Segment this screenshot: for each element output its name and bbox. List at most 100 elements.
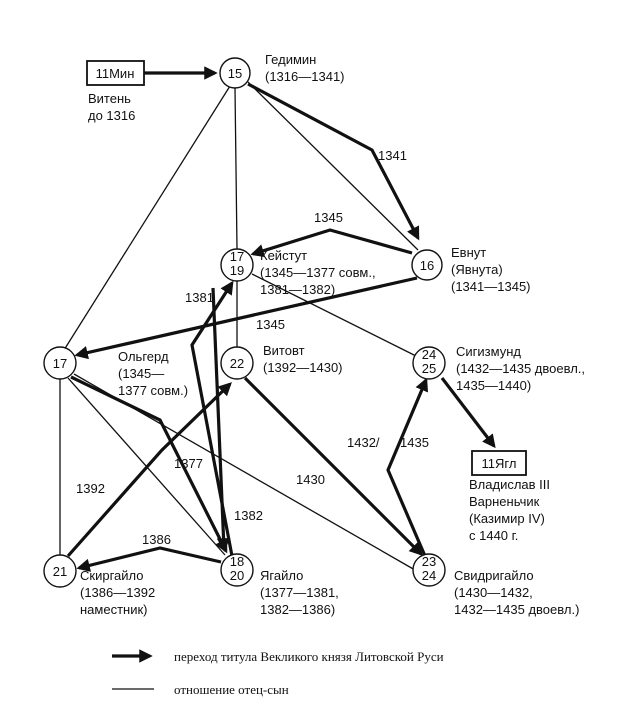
arrow-evnut-olgerd [74, 276, 418, 360]
node-evnut: 16 Евнут (Явнута) (1341—1345) [411, 245, 531, 294]
node-name: Скиргайло [80, 568, 143, 583]
node-name: Витень [88, 91, 131, 106]
node-dates-2: 1381—1382) [260, 282, 335, 297]
node-svidrigailo: 23 24 Свидригайло (1430—1432, 1432—1435 … [412, 553, 579, 617]
node-keistut: 17 19 Кейстут (1345—1377 совм., 1381—138… [220, 248, 376, 297]
node-yagailo: 18 20 Ягайло (1377—1381, 1382—1386) [220, 553, 339, 617]
node-number: 16 [420, 258, 434, 273]
line-gedimin-keistut [234, 87, 238, 250]
node-number-1: 23 [422, 554, 436, 569]
node-circle [412, 346, 446, 380]
node-number: 15 [228, 66, 242, 81]
node-circle [43, 554, 77, 588]
node-viten: 11Мин Витень до 1316 [86, 60, 145, 123]
line-gedimin-olgerd [63, 85, 231, 351]
node-circle [220, 248, 254, 282]
node-name: Ольгерд [118, 349, 169, 364]
node-number-2: 19 [230, 263, 244, 278]
node-number-1: 17 [230, 249, 244, 264]
legend-thick-label: переход титула Векликого князя Литовской… [174, 649, 444, 664]
arrow-sigizmund-vladislav [440, 377, 496, 449]
node-dates: (1392—1430) [263, 360, 343, 375]
node-name-1: Владислав III [469, 477, 550, 492]
node-circle [411, 249, 443, 281]
arrow-keistut-yagailo [211, 287, 231, 552]
node-dates-2: 1382—1386) [260, 602, 335, 617]
node-dates-1: (1377—1381, [260, 585, 339, 600]
node-box [86, 60, 145, 86]
title-transfer-arrows [66, 66, 496, 572]
node-name-3: (Казимир IV) [469, 511, 545, 526]
edge-label-1386: 1386 [142, 532, 171, 547]
edge-label-1382: 1382 [234, 508, 263, 523]
node-dates-2: наместник) [80, 602, 148, 617]
node-circle [412, 553, 446, 587]
node-number-2: 24 [422, 568, 436, 583]
node-skirgailo: 21 Скиргайло (1386—1392 наместник) [43, 554, 155, 617]
edge-label-1345-bottom: 1345 [256, 317, 285, 332]
arrow-gedimin-evnut [247, 82, 420, 241]
node-dates: (1341—1345) [451, 279, 531, 294]
arrow-vitovt-svidrigailo [243, 376, 423, 556]
node-dates: с 1440 г. [469, 528, 518, 543]
node-olgerd: 17 Ольгерд (1345— 1377 совм.) [43, 346, 188, 398]
node-sigizmund: 24 25 Сигизмунд (1432—1435 двоевл., 1435… [412, 344, 585, 393]
node-vitovt: 22 Витовт (1392—1430) [220, 343, 343, 380]
node-dates: до 1316 [88, 108, 135, 123]
node-dates-2: 1435—1440) [456, 378, 531, 393]
node-circle [219, 57, 251, 89]
edge-label-1432: 1432/ [347, 435, 380, 450]
node-number-2: 25 [422, 361, 436, 376]
node-name: Сигизмунд [456, 344, 521, 359]
node-alias: (Явнута) [451, 262, 503, 277]
node-gedimin: 15 Гедимин (1316—1341) [219, 52, 345, 89]
node-name: Кейстут [260, 248, 307, 263]
node-dates-1: (1432—1435 двоевл., [456, 361, 585, 376]
node-vladislav: 11Ягл Владислав III Варненьчик (Казимир … [469, 450, 550, 543]
arrow-skirgailo-vitovt [66, 382, 232, 558]
node-dates-2: 1432—1435 двоевл.) [454, 602, 579, 617]
node-name: Витовт [263, 343, 305, 358]
node-box [471, 450, 527, 476]
node-name-2: Варненьчик [469, 494, 540, 509]
node-number-1: 24 [422, 347, 436, 362]
edge-label-1430: 1430 [296, 472, 325, 487]
arrow-olgerd-yagailo [70, 375, 228, 554]
edge-label-1377: 1377 [174, 456, 203, 471]
line-gedimin-evnut [247, 81, 419, 251]
edge-label-1381: 1381 [185, 290, 214, 305]
node-dates: (1316—1341) [265, 69, 345, 84]
node-number: 17 [53, 356, 67, 371]
edge-label-1392: 1392 [76, 481, 105, 496]
arrow-yagailo-skirgailo [76, 546, 222, 572]
node-name: Свидригайло [454, 568, 534, 583]
node-dates-1: (1345—1377 совм., [260, 265, 376, 280]
legend-thin-label: отношение отец-сын [174, 682, 289, 697]
legend: переход титула Векликого князя Литовской… [112, 649, 444, 697]
node-name: Гедимин [265, 52, 316, 67]
edge-label-1341: 1341 [378, 148, 407, 163]
node-name: Евнут [451, 245, 486, 260]
node-code: 11Ягл [482, 456, 517, 471]
edge-label-1435: 1435 [400, 435, 429, 450]
node-number: 21 [53, 564, 67, 579]
arrow-yagailo-keistut [190, 280, 234, 557]
node-circle [220, 553, 254, 587]
edge-label-1345-top: 1345 [314, 210, 343, 225]
node-name: Ягайло [260, 568, 303, 583]
node-number-1: 18 [230, 554, 244, 569]
node-number-2: 20 [230, 568, 244, 583]
node-circle [220, 346, 254, 380]
node-dates-1: (1386—1392 [80, 585, 155, 600]
node-dates-2: 1377 совм.) [118, 383, 188, 398]
line-vitovt-sigizmund [251, 273, 417, 357]
node-dates-1: (1430—1432, [454, 585, 533, 600]
arrow-svidrigailo-sigizmund [386, 377, 429, 557]
node-code: 11Мин [96, 66, 135, 81]
edge-labels: 1341 1345 1345 1381 1377 1382 1392 1386 … [76, 148, 429, 547]
arrow-evnut-keistut [250, 228, 413, 258]
node-circle [43, 346, 77, 380]
node-dates-1: (1345— [118, 366, 164, 381]
